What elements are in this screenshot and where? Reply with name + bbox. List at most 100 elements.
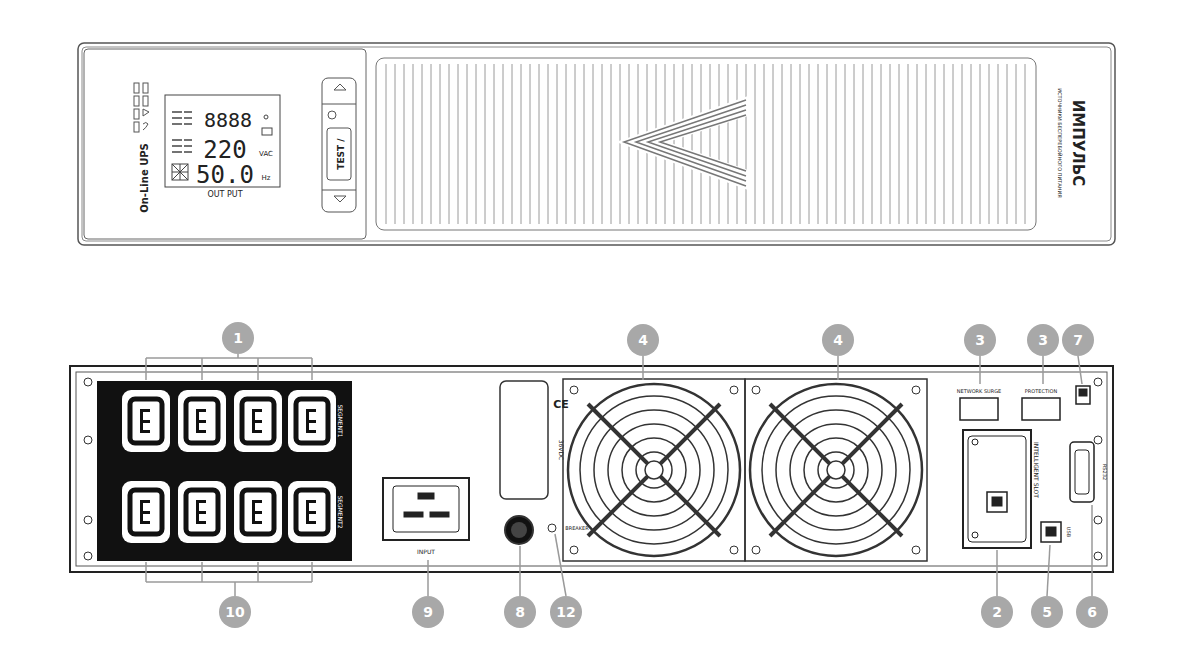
port-label: USB — [1066, 527, 1071, 537]
lcd-unit: VAC — [259, 151, 273, 158]
grille-slot — [737, 64, 738, 224]
grille-slot — [431, 64, 432, 224]
outlet-body — [234, 390, 282, 452]
grille-slot — [1025, 64, 1026, 224]
grille-slot — [881, 64, 882, 224]
model-text: On-Line UPS — [140, 143, 150, 213]
lcd-status-icons — [262, 115, 272, 135]
lcd-digits: 8888 — [204, 110, 252, 130]
outlet-pin — [252, 511, 262, 514]
front-panel — [78, 43, 1115, 245]
grille-slot — [710, 64, 711, 224]
fan-screw — [752, 546, 760, 554]
grille-slot — [962, 64, 963, 224]
outlet-body — [178, 390, 226, 452]
outlet-pin — [196, 430, 206, 433]
callout-number: 1 — [222, 322, 254, 354]
lcd-caption: OUT PUT — [207, 191, 242, 199]
status-leds — [134, 83, 149, 132]
control-panel — [84, 49, 366, 239]
grille-slot — [530, 64, 531, 224]
grille-slot — [404, 64, 405, 224]
breaker — [505, 516, 556, 544]
lcd-fan-icon — [172, 164, 188, 180]
logo-chevron-ground — [616, 96, 748, 190]
outlet-pin — [252, 521, 262, 524]
grille-slot — [845, 64, 846, 224]
grille-slot — [458, 64, 459, 224]
grille-slot — [476, 64, 477, 224]
outlet-pin — [196, 521, 206, 524]
grille-frame — [376, 58, 1036, 230]
port-label: NETWORK SURGE — [957, 389, 1002, 394]
outlet-pin — [252, 409, 262, 412]
port-label: INTELLIGENT SLOT — [1033, 442, 1039, 498]
callout-number: 4 — [627, 324, 659, 356]
grille-slot — [1007, 64, 1008, 224]
grille-slot — [890, 64, 891, 224]
fan-hub — [645, 461, 663, 479]
callout-number: 9 — [412, 596, 444, 628]
outlet-pin — [140, 409, 150, 412]
outlet-pin — [252, 430, 262, 433]
callout-number: 7 — [1062, 324, 1094, 356]
outlet-body — [234, 481, 282, 543]
fan-hub — [827, 461, 845, 479]
outlet-pin — [306, 409, 316, 412]
outlet-pin — [306, 500, 316, 503]
outlet-pin — [140, 430, 150, 433]
outlet-body — [122, 390, 170, 452]
grille-slot — [809, 64, 810, 224]
fan-spoke — [588, 404, 720, 536]
outlet-block — [97, 381, 352, 561]
grille-slot — [719, 64, 720, 224]
outlet-rim — [186, 490, 218, 534]
grille-slot — [917, 64, 918, 224]
grille-slot — [512, 64, 513, 224]
outlet-pin — [306, 511, 316, 514]
grille — [386, 64, 1025, 224]
fan-screw — [912, 386, 920, 394]
grille-slot — [440, 64, 441, 224]
grille-slot — [926, 64, 927, 224]
callout-number: 2 — [981, 596, 1013, 628]
outlet-rim — [296, 399, 328, 443]
grille-slot — [935, 64, 936, 224]
outlet-pin — [140, 511, 150, 514]
rear-housing — [70, 366, 1113, 572]
grille-slot — [395, 64, 396, 224]
battery-plate — [500, 381, 548, 499]
lcd-bars — [172, 112, 192, 152]
fan-ring — [580, 396, 728, 544]
grille-slot — [413, 64, 414, 224]
fans — [563, 379, 927, 561]
port-label: INPUT — [417, 549, 435, 555]
outlet-pin — [252, 500, 262, 503]
grille-slot — [782, 64, 783, 224]
grille-slot — [989, 64, 990, 224]
grille-slot — [548, 64, 549, 224]
grille-slot — [899, 64, 900, 224]
callout-number: 8 — [504, 596, 536, 628]
callout-number: 3 — [1027, 324, 1059, 356]
outlet-body — [122, 481, 170, 543]
rs232-port — [1070, 442, 1094, 502]
input-socket — [383, 478, 469, 540]
outlet-pin — [140, 500, 150, 503]
network-ports — [960, 398, 1060, 420]
fan-screw — [570, 386, 578, 394]
rear-plate — [76, 372, 1107, 566]
brand-logo: ИМПУЛЬС — [1070, 100, 1085, 187]
outlet-pin — [140, 420, 150, 423]
grille-slot — [971, 64, 972, 224]
outlet-pin — [196, 500, 206, 503]
port-label: PROTECTION — [1025, 389, 1057, 394]
grille-slot — [503, 64, 504, 224]
outlet-rim — [130, 490, 162, 534]
chevron-line — [648, 110, 746, 176]
grille-slot — [701, 64, 702, 224]
callout-number: 6 — [1076, 596, 1108, 628]
chevron-line — [660, 115, 746, 171]
grille-slot — [611, 64, 612, 224]
outlet-body — [288, 481, 336, 543]
